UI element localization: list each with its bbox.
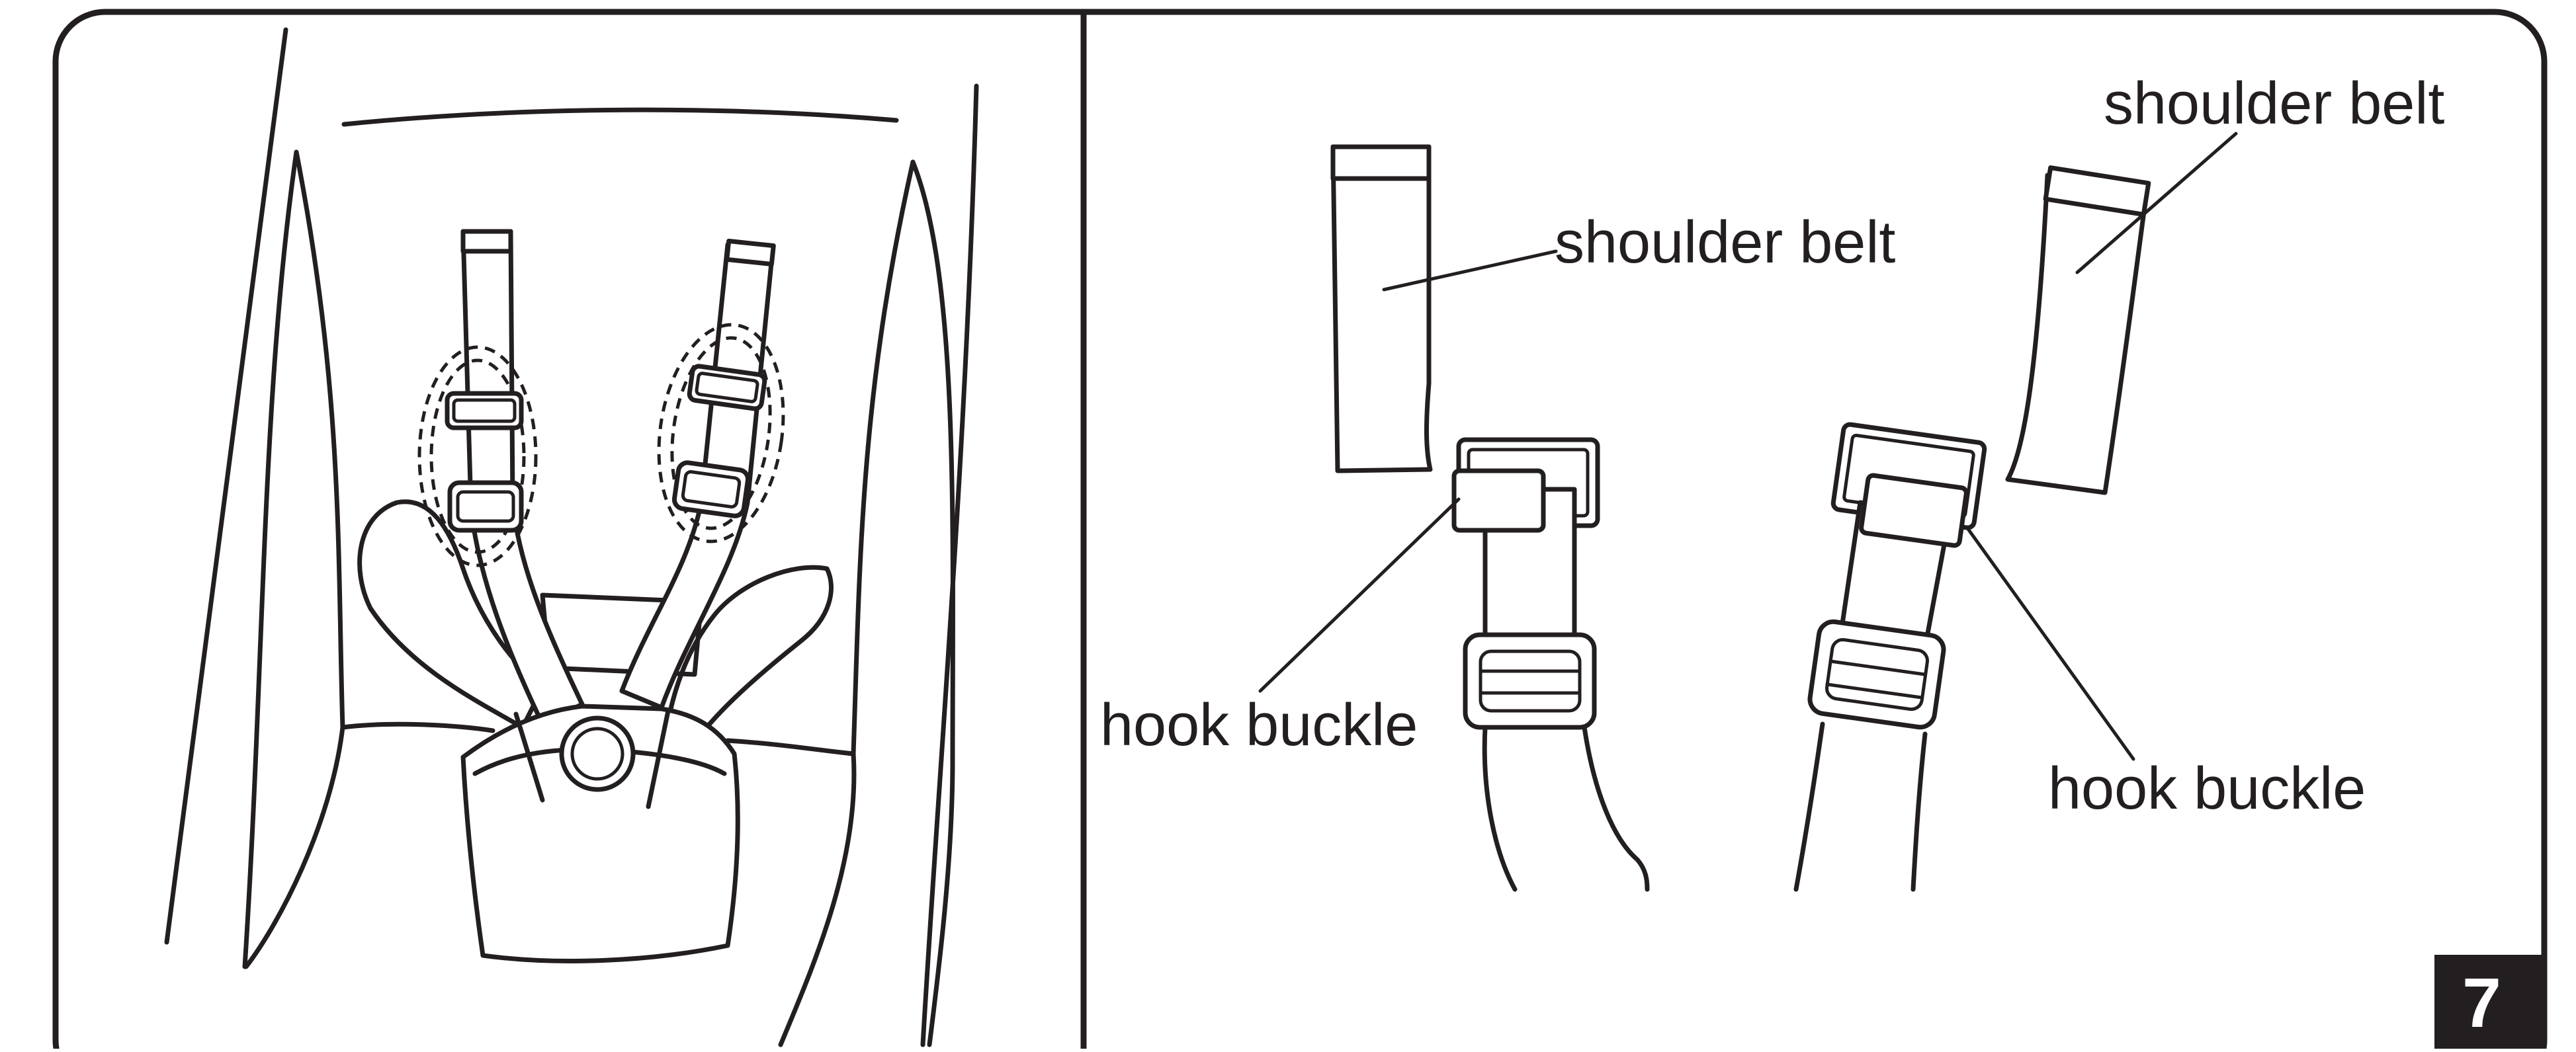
seat-bottom-right (781, 754, 854, 1045)
right-strap-tip (727, 241, 774, 264)
seat-crease (343, 724, 493, 731)
right-upper-buckle (689, 366, 765, 410)
label-hook-buckle-left: hook buckle (1100, 696, 1418, 755)
seat-back-left-edge (296, 152, 343, 727)
left-strap-tip (463, 231, 511, 251)
seat-crease-right (728, 741, 853, 754)
label-shoulder-belt-left: shoulder belt (1555, 213, 1895, 272)
right-hook-buckle-bottom (1861, 475, 1967, 546)
label-hook-buckle-right: hook buckle (2048, 759, 2366, 819)
left-panel-car-seat (167, 30, 976, 1045)
left-slide-adjuster (1465, 635, 1594, 727)
left-belt-lower-left (1484, 727, 1515, 889)
right-shoulder-belt-piece (2008, 175, 2147, 493)
seat-back-right-edge (853, 162, 913, 754)
left-hook-buckle-leader (1260, 499, 1459, 691)
label-shoulder-belt-right: shoulder belt (2104, 74, 2444, 134)
seat-bottom-left (246, 727, 343, 967)
right-hook-buckle-leader (1968, 529, 2133, 759)
left-lower-buckle (450, 483, 521, 530)
seat-back-top (344, 110, 896, 124)
right-belt-lower-left (1796, 724, 1823, 889)
right-belt-lower-right (1913, 734, 1925, 889)
step-number: 7 (2462, 968, 2501, 1038)
left-belt-lower-right (1584, 727, 1647, 889)
left-shoulder-belt-piece (1333, 147, 1430, 471)
left-hook-buckle-bottom (1454, 471, 1543, 530)
left-shoulder-belt-tip (1333, 147, 1429, 179)
